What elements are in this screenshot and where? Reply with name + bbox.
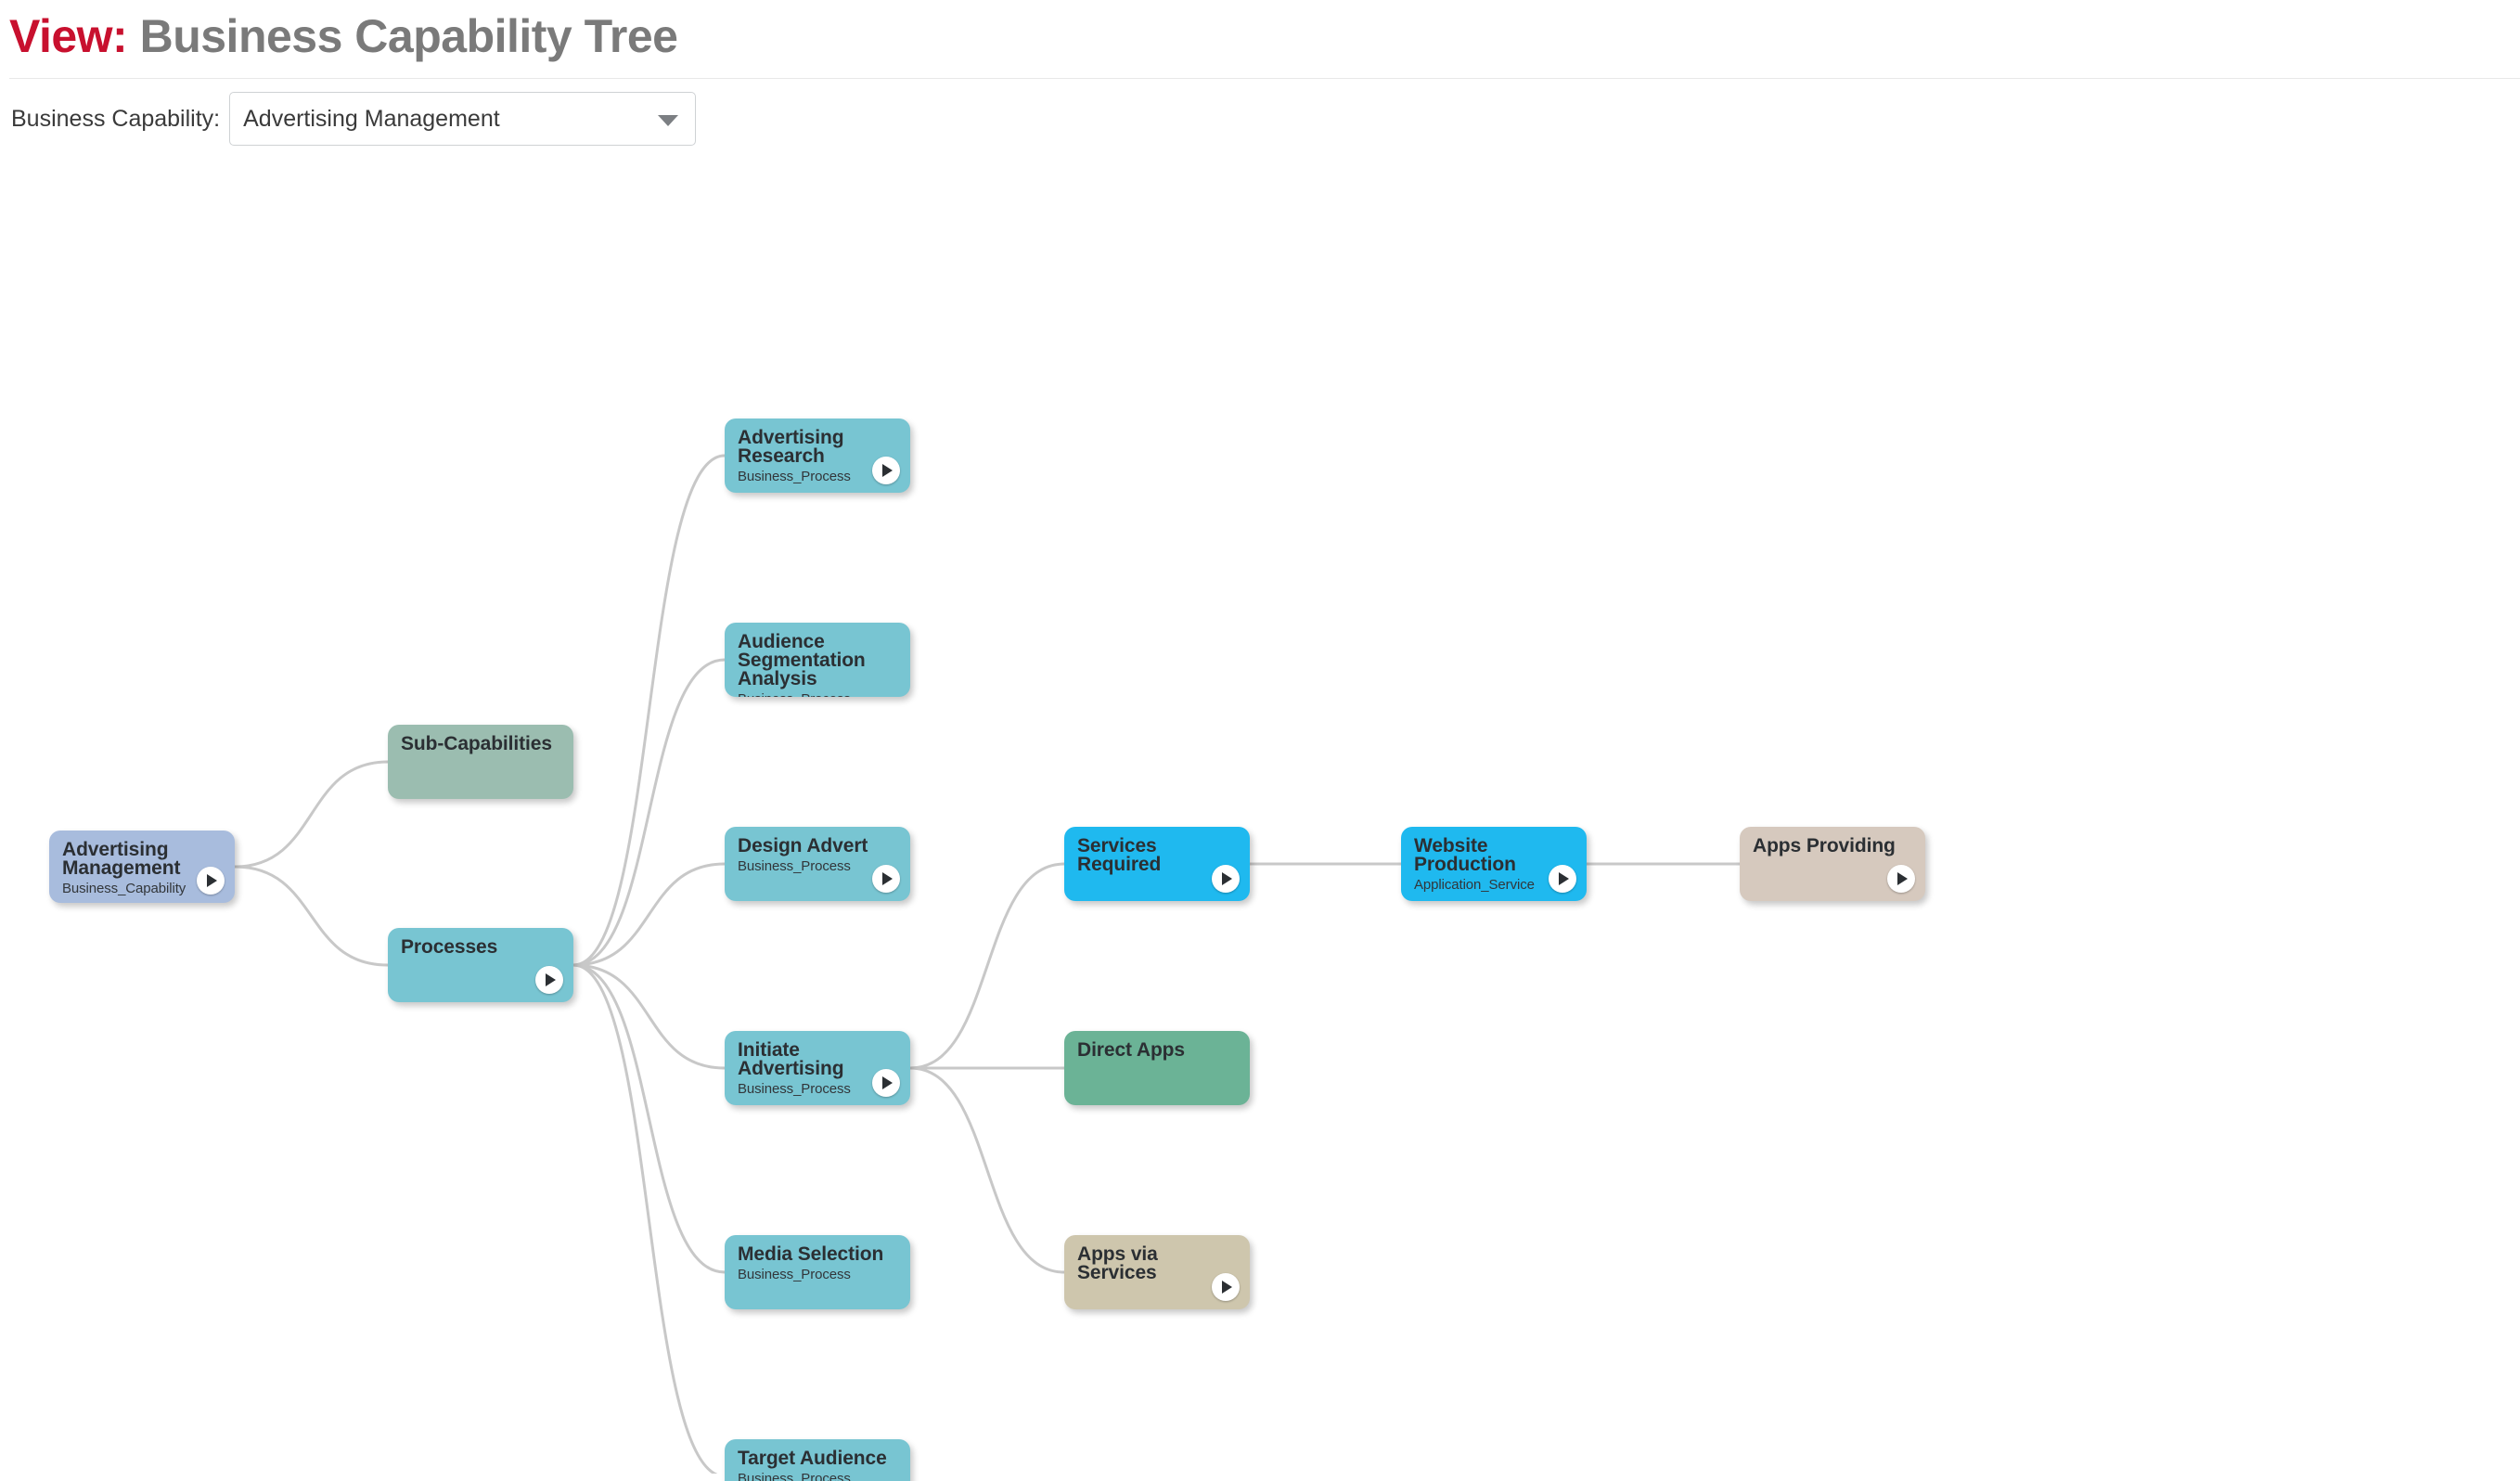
node-title: Media Selection [738,1243,884,1265]
node-title: Apps Providing [1753,835,1896,856]
play-triangle-icon [1897,872,1908,885]
tree-edge [572,963,726,1274]
play-triangle-icon [1222,1281,1232,1294]
node-subtitle: Business_Process [738,858,851,874]
expand-node-button[interactable] [1887,865,1915,893]
expand-node-button[interactable] [872,1069,900,1097]
node-title: Design Advert [738,835,868,856]
tree-edge [572,658,726,967]
expand-node-button[interactable] [872,865,900,893]
tree-node-sub-capabilities[interactable]: Sub-Capabilities [388,725,573,799]
tree-node-audience-segmentation-analysis[interactable]: Audience Segmentation AnalysisBusiness_P… [725,623,910,697]
tree-node-apps-providing[interactable]: Apps Providing [1740,827,1925,901]
business-capability-select[interactable]: Advertising Management [229,92,697,146]
business-capability-label: Business Capability: [11,105,221,132]
play-triangle-icon [882,464,893,477]
node-title: Audience Segmentation Analysis [738,631,866,689]
tree-edge [909,862,1065,1070]
node-subtitle: Business_Process [725,689,910,698]
expand-node-button[interactable] [1212,865,1240,893]
tree-edge [234,865,389,967]
node-subtitle: Business_Process [738,1267,851,1282]
node-subtitle: Business_Process [738,1081,851,1097]
node-title: Services Required [1077,835,1162,875]
node-title: Target Audience [738,1448,887,1469]
edge-layer [234,454,1740,1474]
play-triangle-icon [207,874,217,887]
node-title: Advertising Management [62,839,181,879]
tree-node-direct-apps[interactable]: Direct Apps [1064,1031,1250,1105]
node-subtitle: Application_Service [1414,877,1535,893]
expand-node-button[interactable] [197,867,225,895]
play-triangle-icon [1222,872,1232,885]
play-triangle-icon [1559,872,1569,885]
tree-node-services-required[interactable]: Services Required [1064,827,1250,901]
business-capability-selected-value: Advertising Management [243,105,500,132]
expand-node-button[interactable] [535,966,563,994]
node-title: Direct Apps [1077,1039,1185,1061]
node-title: Advertising Research [738,427,844,467]
tree-node-processes[interactable]: Processes [388,928,573,1002]
expand-node-button[interactable] [1549,865,1576,893]
page-header: View: Business Capability Tree [0,0,2520,82]
node-title: Apps via Services [1077,1243,1158,1283]
tree-node-apps-via-services[interactable]: Apps via Services [1064,1235,1250,1309]
view-label: View: [9,10,128,62]
control-bar: Business Capability: Advertising Managem… [0,82,2520,156]
page-title: View: Business Capability Tree [9,9,2520,63]
node-title: Initiate Advertising [738,1039,844,1079]
tree-edge [572,862,726,967]
tree-edge [234,760,389,869]
node-subtitle: Business_Capability [62,881,186,896]
tree-edge [909,1066,1065,1274]
header-divider [9,78,2520,79]
node-subtitle: Business_Process [738,469,851,484]
play-triangle-icon [546,973,556,986]
play-triangle-icon [882,1076,893,1089]
tree-edge [572,963,719,1474]
node-title: Website Production [1414,835,1516,875]
tree-edge [572,454,726,967]
node-title: Processes [401,936,498,958]
tree-edge [572,963,726,1070]
node-subtitle: Business_Process [738,1471,851,1481]
expand-node-button[interactable] [1212,1273,1240,1301]
view-title-text: Business Capability Tree [139,10,678,62]
node-title: Sub-Capabilities [401,733,552,754]
expand-node-button[interactable] [872,457,900,484]
chevron-down-icon [658,115,679,126]
play-triangle-icon [882,872,893,885]
